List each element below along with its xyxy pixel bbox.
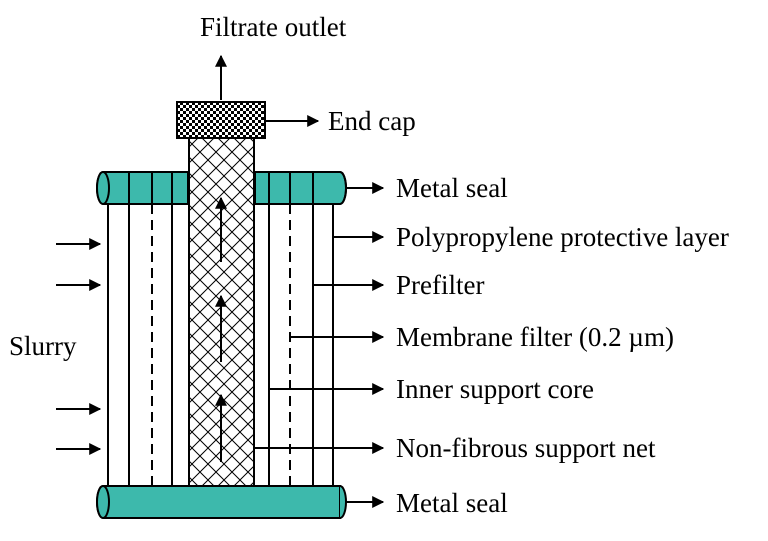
label-prefilter: Prefilter	[396, 270, 484, 300]
slurry-arrows	[56, 238, 102, 455]
label-filtrate-outlet: Filtrate outlet	[200, 12, 347, 42]
label-polypropylene: Polypropylene protective layer	[396, 222, 729, 252]
label-slurry: Slurry	[9, 331, 77, 361]
label-membrane-filter: Membrane filter (0.2 µm)	[396, 322, 674, 352]
label-metal-seal-bottom: Metal seal	[396, 488, 508, 518]
label-end-cap: End cap	[328, 106, 416, 136]
label-support-net: Non-fibrous support net	[396, 433, 656, 463]
label-inner-core: Inner support core	[396, 374, 594, 404]
end-cap	[176, 101, 266, 139]
metal-seal-bottom	[96, 485, 347, 519]
layer-lines	[107, 172, 334, 486]
metal-seal-top	[96, 171, 347, 205]
label-metal-seal-top: Metal seal	[396, 173, 508, 203]
